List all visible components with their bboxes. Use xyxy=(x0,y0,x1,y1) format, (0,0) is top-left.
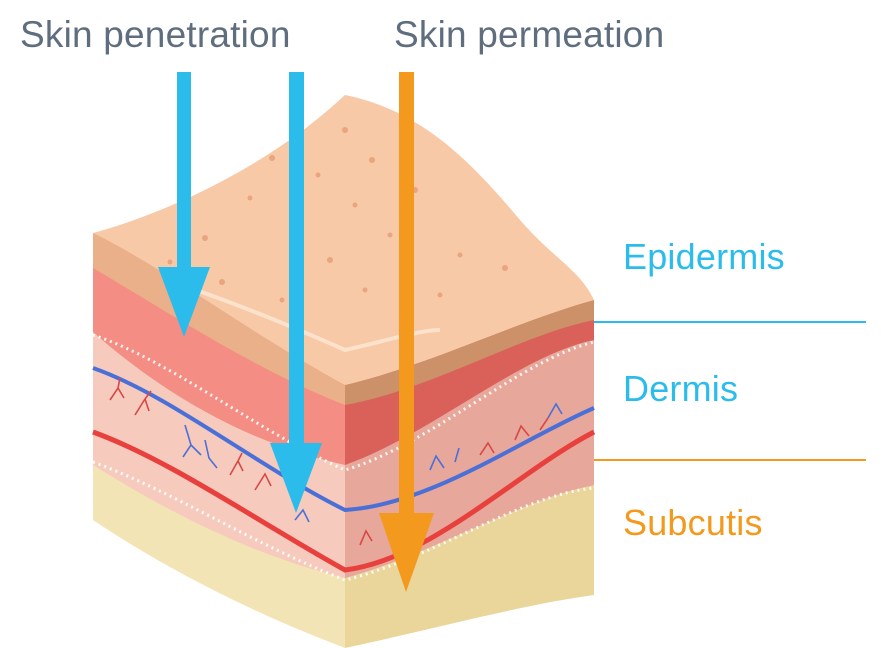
dermis-label: Dermis xyxy=(623,368,739,409)
penetration-arrow-1 xyxy=(158,72,210,337)
skin-block-illustration xyxy=(92,95,596,648)
skin-penetration-label: Skin penetration xyxy=(20,14,291,55)
epidermis-label: Epidermis xyxy=(623,236,785,277)
permeation-arrow xyxy=(379,72,434,592)
subcutis-label: Subcutis xyxy=(623,502,763,543)
skin-permeation-label: Skin permeation xyxy=(394,14,665,55)
penetration-arrow-2 xyxy=(270,72,322,513)
